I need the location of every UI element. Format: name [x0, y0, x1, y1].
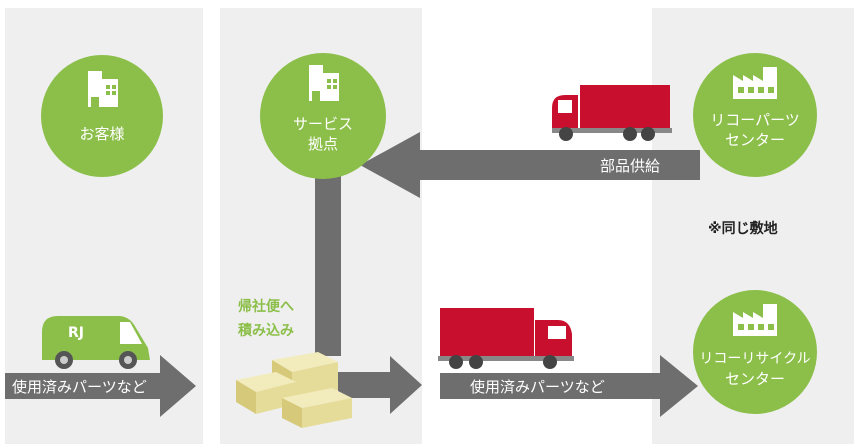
building-icon — [309, 65, 339, 101]
parts-center-label-2: センター — [724, 131, 785, 149]
same-site-note: ※同じ敷地 — [708, 221, 778, 237]
building-icon — [88, 71, 118, 107]
parts-center-node: リコーパーツ センター — [693, 53, 817, 177]
customer-node: お客様 — [41, 55, 163, 177]
truck-bottom-icon — [438, 308, 574, 369]
loading-note-line1: 帰社便へ — [238, 299, 294, 315]
parts-supply-label: 部品供給 — [600, 157, 661, 175]
vertical-connector — [315, 176, 341, 356]
service-base-label-2: 拠点 — [307, 135, 338, 153]
factory-icon — [733, 304, 777, 336]
used-parts-arrow-right — [440, 355, 698, 417]
used-parts-arrow-left — [5, 355, 196, 417]
recycle-center-node: リコーリサイクル センター — [693, 290, 817, 414]
parts-supply-arrow — [360, 132, 700, 198]
parts-center-label-1: リコーパーツ — [710, 111, 800, 129]
cardboard-boxes-icon — [236, 352, 352, 428]
recycle-center-label-2: センター — [724, 370, 785, 388]
van-badge: RJ — [68, 325, 84, 341]
factory-icon — [733, 67, 777, 99]
used-parts-label-right: 使用済みパーツなど — [470, 378, 605, 396]
loading-note-line2: 積み込み — [238, 323, 294, 339]
service-base-label-1: サービス — [292, 115, 353, 133]
recycle-center-label-1: リコーリサイクル — [699, 351, 811, 367]
used-parts-label-left: 使用済みパーツなど — [12, 378, 147, 396]
boxes-arrow — [338, 356, 422, 414]
delivery-van-icon — [42, 316, 150, 369]
truck-top-icon — [552, 85, 672, 141]
customer-label: お客様 — [79, 125, 125, 143]
service-base-node: サービス 拠点 — [260, 53, 386, 179]
